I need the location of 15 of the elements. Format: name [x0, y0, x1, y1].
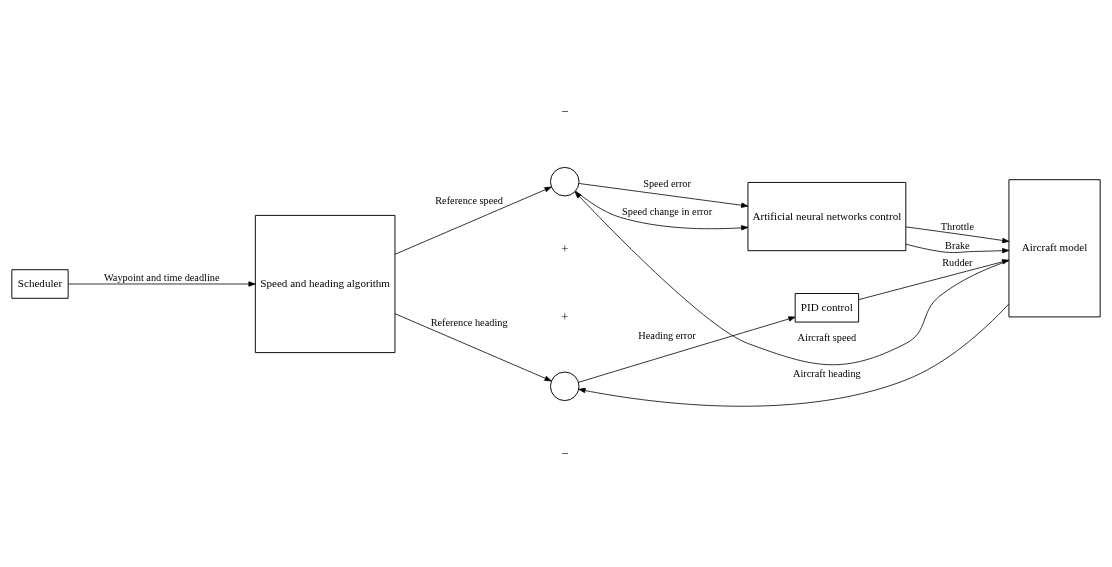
label: +: [561, 309, 569, 324]
edge-label: Brake: [945, 239, 970, 251]
edge-label: Reference speed: [435, 194, 504, 206]
label: −: [561, 446, 569, 461]
label: −: [561, 104, 569, 119]
edge-label: Throttle: [940, 220, 974, 232]
edge-label: Aircraft heading: [793, 367, 861, 379]
edge-label: Heading error: [638, 329, 696, 341]
edge-label: Reference heading: [430, 316, 508, 328]
edge-label: Waypoint and time deadline: [103, 271, 220, 283]
edge-label: Speed error: [643, 177, 691, 189]
edge-label: Aircraft speed: [797, 331, 857, 343]
edge-label: Rudder: [942, 256, 973, 268]
edge-label: Speed change in error: [622, 205, 713, 217]
label: +: [561, 241, 569, 256]
